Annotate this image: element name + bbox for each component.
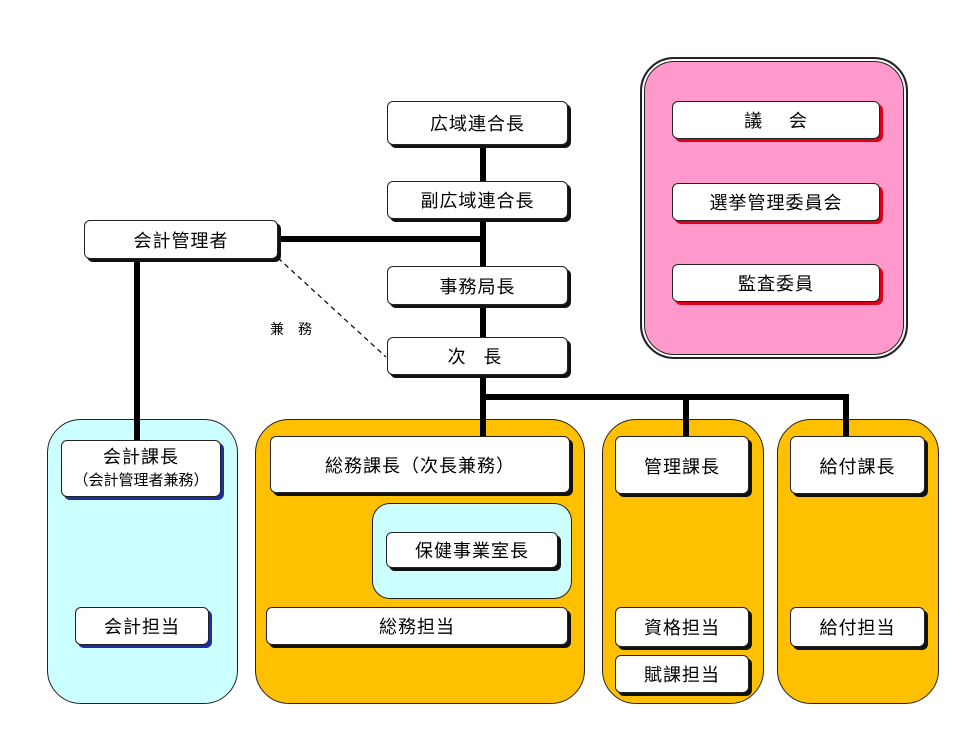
general-affairs-staff-box: 総務担当 [266,607,568,645]
accounting-section-chief-note: （会計管理者兼務） [73,470,209,489]
deputy-director-box: 次 長 [387,337,568,375]
accounting-section-chief-title: 会計課長 [102,446,179,468]
health-office-chief-box: 保健事業室長 [386,532,558,568]
concurrent-duty-label: 兼 務 [270,322,312,338]
assembly-box: 議 会 [672,101,880,139]
assessment-staff-box: 賦課担当 [615,655,749,693]
accounting-section-chief-box: 会計課長 （会計管理者兼務） [61,440,221,497]
benefits-staff-box: 給付担当 [790,607,925,647]
accounting-manager-box: 会計管理者 [84,220,278,259]
line-concurrent-dashed [277,257,387,358]
qualification-staff-box: 資格担当 [615,607,749,647]
management-section-chief-box: 管理課長 [615,436,749,494]
benefits-section-chief-box: 給付課長 [790,436,925,494]
auditor-box: 監査委員 [672,264,880,302]
accounting-staff-box: 会計担当 [75,607,209,645]
regional-head-box: 広域連合長 [387,101,568,145]
secretariat-director-box: 事務局長 [387,266,568,305]
election-committee-box: 選挙管理委員会 [672,183,880,221]
general-affairs-section-chief-box: 総務課長（次長兼務） [270,436,570,493]
vice-regional-head-box: 副広域連合長 [387,181,568,219]
